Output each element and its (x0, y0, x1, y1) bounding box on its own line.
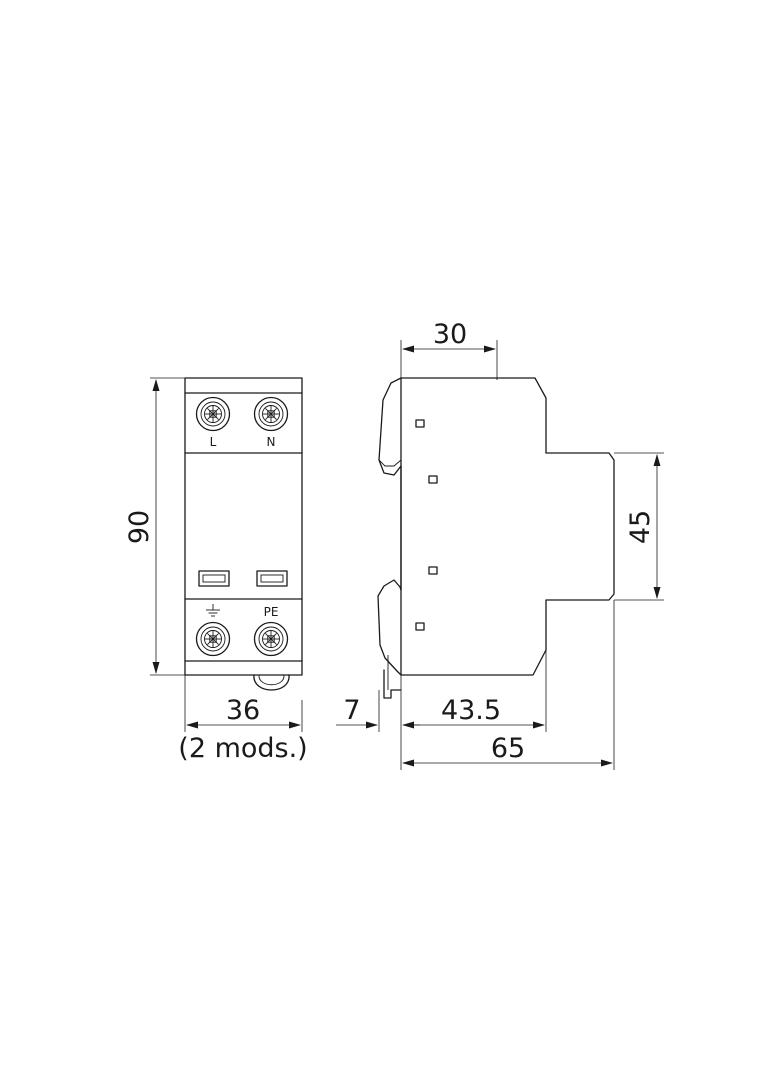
dimension-width: 36 (2 mods.) (178, 675, 308, 764)
dimension-body-height-value: 45 (625, 510, 656, 544)
side-vent (415, 419, 425, 428)
terminal-screw-icon (195, 621, 231, 657)
terminal-screw-icon (195, 396, 231, 432)
side-rail-latch (383, 669, 402, 699)
din-clip (253, 674, 290, 691)
dimension-total-depth-value: 65 (491, 733, 525, 764)
side-vent (415, 622, 425, 631)
status-window-icon (198, 570, 230, 587)
dimension-height: 90 (124, 377, 185, 676)
terminal-label-pe: PE (264, 605, 279, 619)
dimension-width-value: 36 (226, 695, 260, 726)
dimension-total-depth: 65 (402, 600, 615, 770)
dimension-body-depth-value: 43.5 (441, 695, 501, 726)
dimension-top-depth-value: 30 (433, 319, 467, 350)
dimension-body-height: 45 (614, 452, 664, 601)
terminal-screw-icon (253, 621, 289, 657)
status-window-icon (256, 570, 288, 587)
side-vent (428, 566, 438, 575)
terminal-screw-icon (253, 396, 289, 432)
dimension-top-depth: 30 (400, 319, 498, 378)
side-upper-hook (378, 459, 402, 467)
din-clip-inner (258, 674, 285, 686)
dimension-body-depth: 43.5 (402, 650, 547, 732)
front-view: L N PE (184, 377, 303, 691)
terminal-label-n: N (267, 435, 276, 449)
front-body (184, 377, 303, 676)
side-vent (428, 475, 438, 484)
side-view (377, 377, 615, 699)
dimension-width-note: (2 mods.) (178, 733, 307, 764)
terminal-label-l: L (210, 435, 217, 449)
dimension-height-value: 90 (124, 510, 155, 544)
side-body-outline (377, 377, 615, 676)
dimension-rail-offset: 7 (336, 675, 420, 770)
ground-symbol-icon (206, 604, 220, 617)
dimension-rail-offset-value: 7 (343, 695, 360, 726)
